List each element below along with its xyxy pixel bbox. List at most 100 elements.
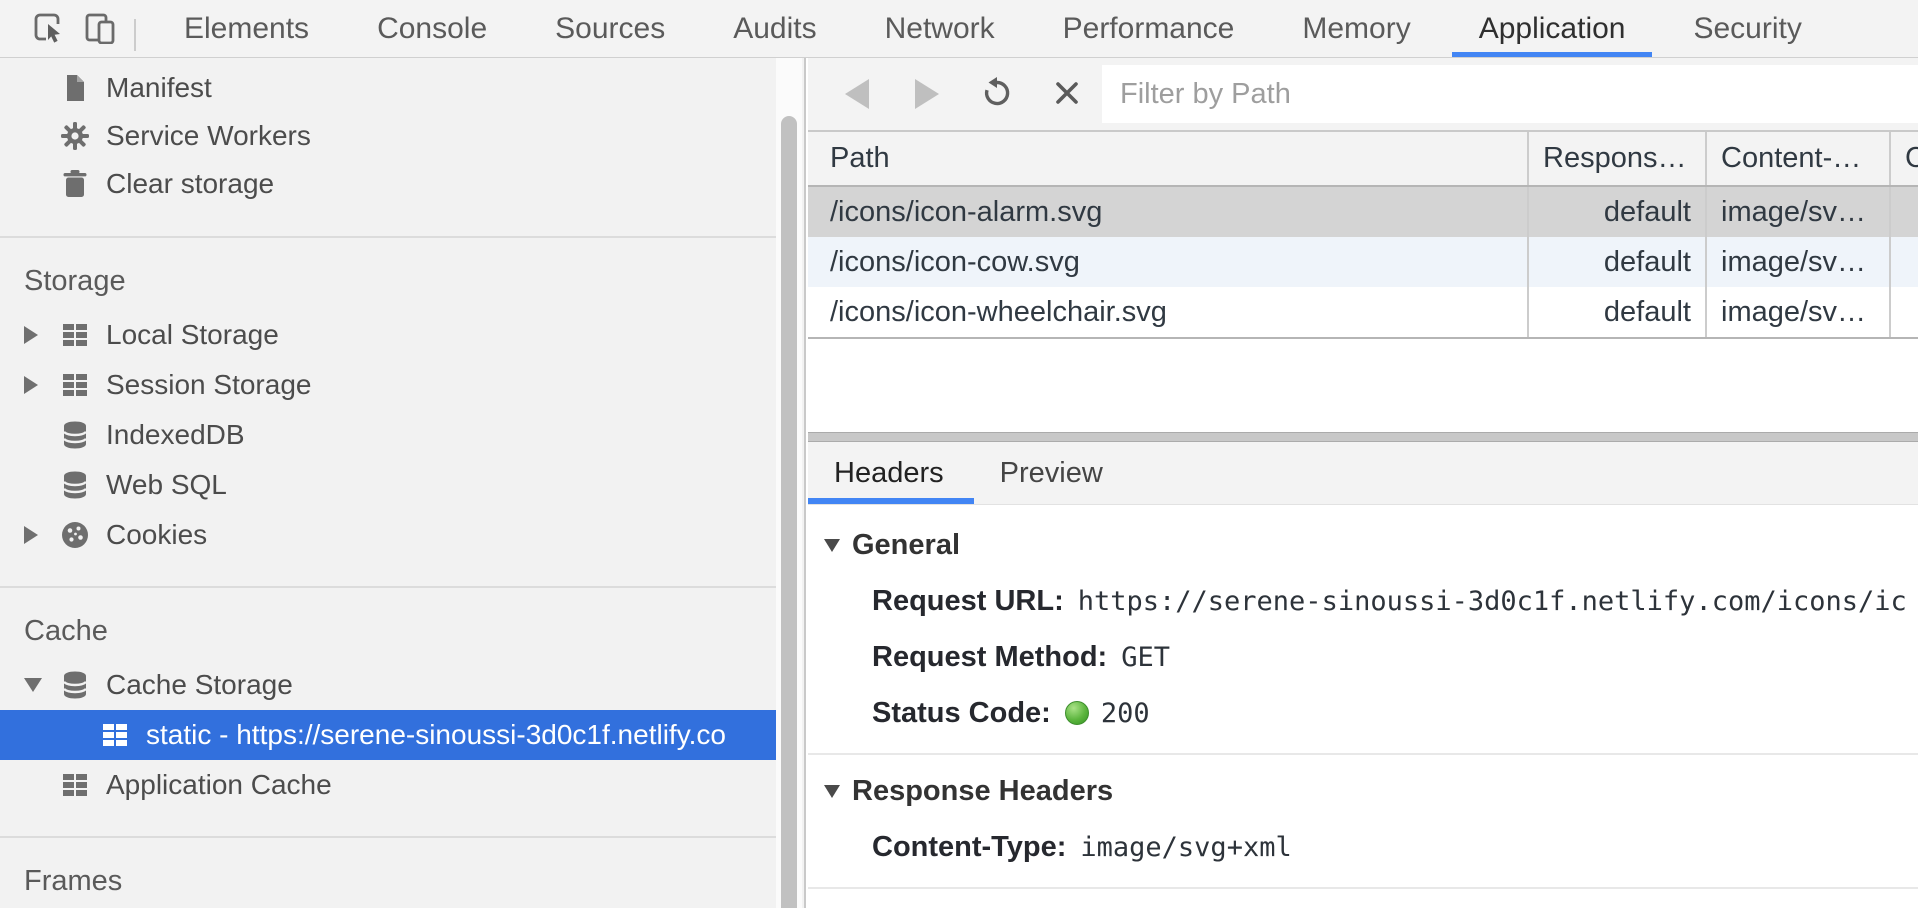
sidebar-item-indexeddb[interactable]: IndexedDB (0, 410, 776, 460)
general-section-toggle[interactable]: General (808, 525, 1918, 565)
cell-path: /icons/icon-wheelchair.svg (808, 287, 1529, 337)
tab-audits[interactable]: Audits (733, 11, 817, 45)
delete-selected-button[interactable] (1032, 64, 1102, 124)
sidebar-item-web-sql[interactable]: Web SQL (0, 460, 776, 510)
chevron-right-icon[interactable] (24, 376, 60, 394)
cell-content-type: image/sv… (1707, 237, 1891, 287)
toolbar-separator (134, 19, 136, 51)
tab-memory[interactable]: Memory (1302, 11, 1411, 45)
section-title: General (852, 528, 960, 561)
request-url-label: Request URL: (872, 584, 1064, 617)
table-icon (60, 320, 90, 350)
sidebar-section-cache: Cache (24, 614, 108, 647)
headers-pane: General Request URL: https://serene-sino… (808, 505, 1918, 908)
toolbar-icon-group (0, 0, 150, 57)
cache-table-header: Path Respons… Content-… C (808, 132, 1918, 187)
close-icon (1051, 77, 1083, 112)
table-row[interactable]: /icons/icon-alarm.svg default image/sv… (808, 187, 1918, 237)
tab-preview[interactable]: Preview (999, 456, 1103, 489)
chevron-down-icon (824, 538, 840, 552)
application-sidebar: Manifest Service Workers Clear storage S… (0, 58, 806, 908)
column-header-content-type[interactable]: Content-… (1707, 132, 1891, 185)
tab-performance[interactable]: Performance (1062, 11, 1235, 45)
status-code-label: Status Code: (872, 696, 1051, 729)
sidebar-item-label: Session Storage (106, 369, 312, 400)
content-type-label: Content-Type: (872, 830, 1067, 863)
sidebar-item-cookies[interactable]: Cookies (0, 510, 776, 560)
document-icon (60, 73, 90, 103)
section-title: Response Headers (852, 774, 1114, 807)
cell-path: /icons/icon-alarm.svg (808, 187, 1529, 237)
section-divider (808, 887, 1918, 889)
table-row[interactable]: /icons/icon-wheelchair.svg default image… (808, 287, 1918, 337)
forward-button[interactable] (892, 64, 962, 124)
status-code-value: 200 (1100, 697, 1150, 729)
sidebar-item-label: Service Workers (106, 120, 311, 151)
sidebar-item-clear-storage[interactable]: Clear storage (0, 160, 776, 208)
chevron-down-icon (824, 784, 840, 798)
refresh-button[interactable] (962, 64, 1032, 124)
cell-path: /icons/icon-cow.svg (808, 237, 1529, 287)
request-url-row: Request URL: https://serene-sinoussi-3d0… (872, 581, 1918, 621)
sidebar-item-label: Clear storage (106, 168, 275, 199)
request-method-label: Request Method: (872, 640, 1108, 673)
cell-content-type: image/sv… (1707, 187, 1891, 237)
sidebar-item-label: Cache Storage (106, 669, 293, 700)
back-icon (845, 79, 869, 109)
sidebar-scrollbar-thumb[interactable] (781, 116, 797, 908)
toggle-device-toolbar-button[interactable] (74, 7, 126, 51)
sidebar-item-session-storage[interactable]: Session Storage (0, 360, 776, 410)
sidebar-item-cache-storage[interactable]: Cache Storage (0, 660, 776, 710)
back-button[interactable] (822, 64, 892, 124)
sidebar-item-label: Web SQL (106, 469, 227, 500)
sidebar-item-manifest[interactable]: Manifest (0, 64, 776, 112)
sidebar-item-service-workers[interactable]: Service Workers (0, 112, 776, 160)
cache-toolbar (808, 58, 1918, 132)
table-icon (100, 720, 130, 750)
sidebar-item-cache-static[interactable]: static - https://serene-sinoussi-3d0c1f.… (0, 710, 776, 760)
tab-application[interactable]: Application (1451, 0, 1653, 57)
section-divider (808, 753, 1918, 755)
sidebar-item-application-cache[interactable]: Application Cache (0, 760, 776, 810)
sidebar-item-label: Application Cache (106, 769, 332, 800)
filter-by-path-input[interactable] (1102, 65, 1918, 123)
table-row[interactable]: /icons/icon-cow.svg default image/sv… (808, 237, 1918, 287)
column-header-response-type[interactable]: Respons… (1529, 132, 1707, 185)
gear-icon (60, 121, 90, 151)
inspect-element-button[interactable] (22, 7, 74, 51)
status-code-row: Status Code: 200 (872, 693, 1918, 733)
column-header-path[interactable]: Path (808, 132, 1529, 185)
forward-icon (915, 79, 939, 109)
request-url-value: https://serene-sinoussi-3d0c1f.netlify.c… (1077, 585, 1907, 617)
cell-content-length (1891, 187, 1918, 237)
tab-headers[interactable]: Headers (808, 442, 974, 504)
sidebar-item-local-storage[interactable]: Local Storage (0, 310, 776, 360)
tab-sources[interactable]: Sources (555, 11, 666, 45)
content-type-value: image/svg+xml (1080, 831, 1292, 863)
table-empty-area (808, 337, 1918, 432)
sidebar-divider (0, 236, 776, 238)
main-tab-bar: Elements Console Sources Audits Network … (0, 0, 1918, 58)
column-header-content-length[interactable]: C (1905, 142, 1918, 174)
chevron-down-icon[interactable] (24, 678, 60, 692)
database-icon (60, 470, 90, 500)
sidebar-section-storage: Storage (24, 264, 126, 297)
sidebar-item-label: Cookies (106, 519, 208, 550)
chevron-right-icon[interactable] (24, 326, 60, 344)
tab-network[interactable]: Network (884, 11, 995, 45)
sidebar-item-label: static - https://serene-sinoussi-3d0c1f.… (146, 719, 726, 750)
inspect-cursor-icon (31, 10, 65, 47)
chevron-right-icon[interactable] (24, 526, 60, 544)
tab-console[interactable]: Console (377, 11, 488, 45)
cell-response-type: default (1529, 287, 1707, 337)
request-method-row: Request Method: GET (872, 637, 1918, 677)
cell-content-length (1891, 287, 1918, 337)
table-icon (60, 370, 90, 400)
sidebar-item-label: Manifest (106, 72, 212, 103)
tab-security[interactable]: Security (1693, 11, 1802, 45)
pane-splitter[interactable] (808, 432, 1918, 442)
tab-elements[interactable]: Elements (184, 11, 310, 45)
response-headers-section-toggle[interactable]: Response Headers (808, 771, 1918, 811)
table-icon (60, 770, 90, 800)
cell-response-type: default (1529, 237, 1707, 287)
